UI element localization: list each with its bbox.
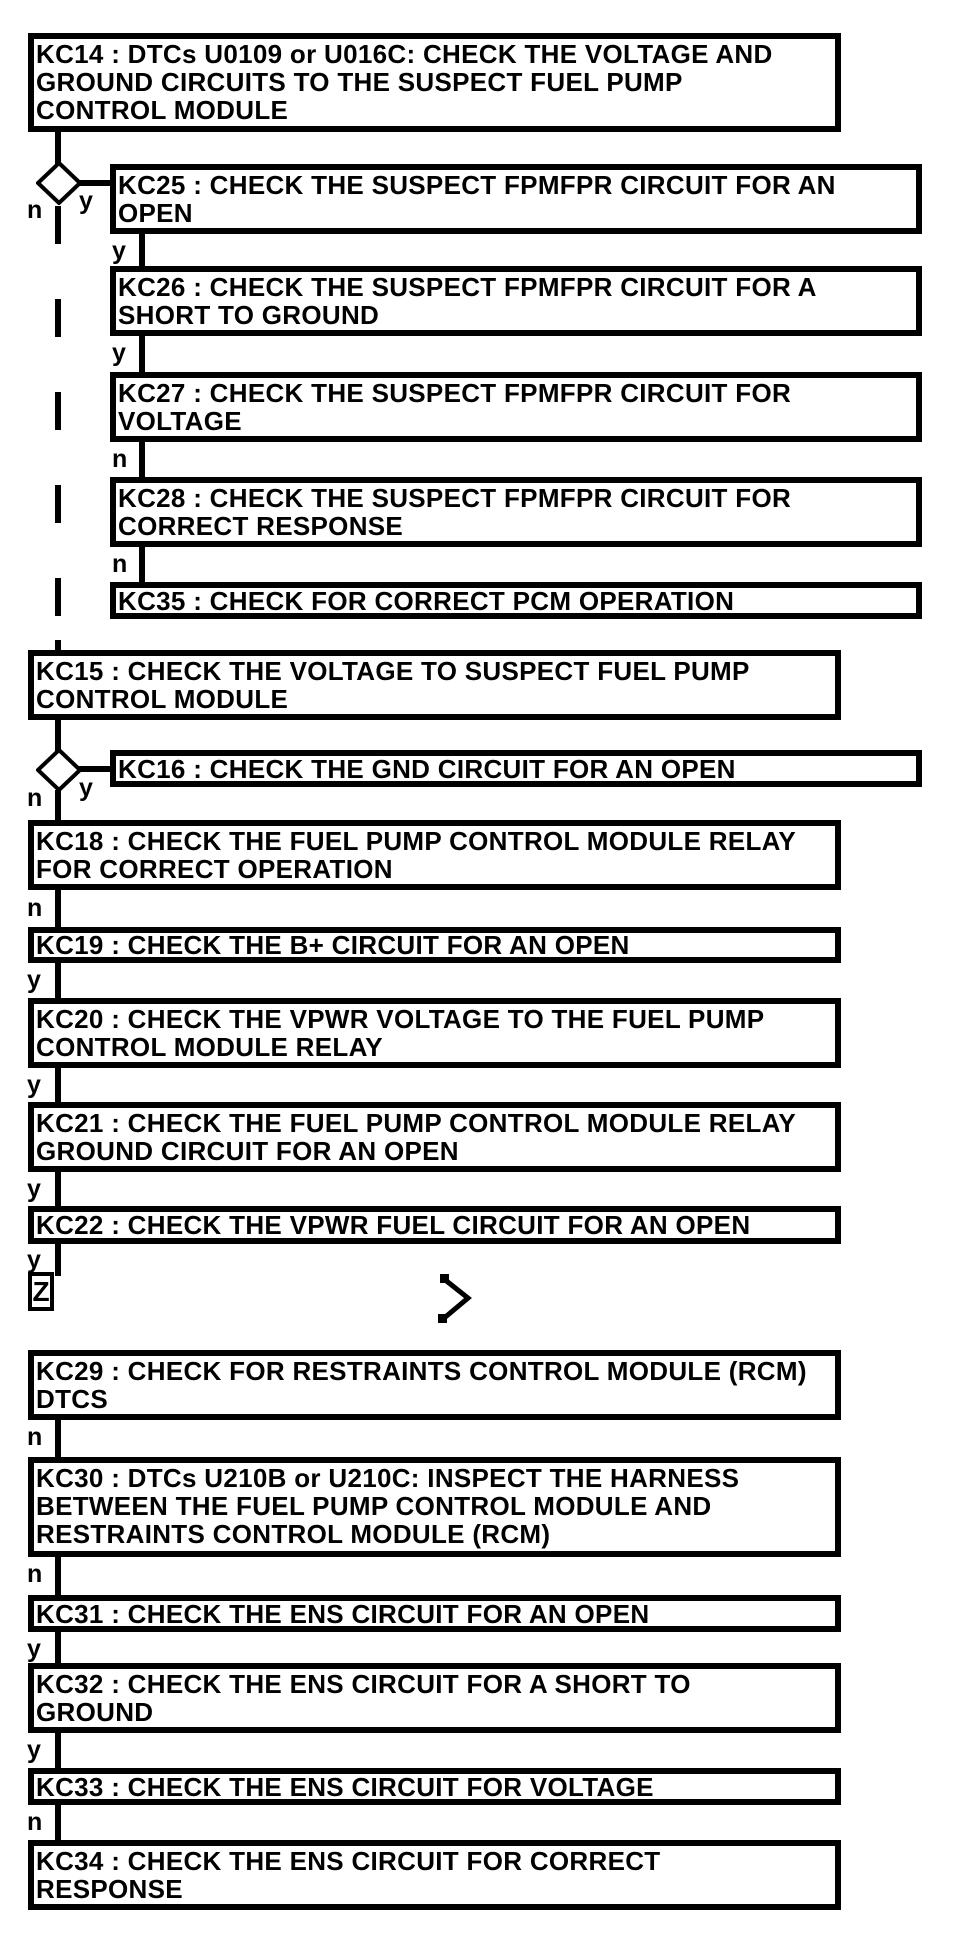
branch-label-decision2-no: n [27,784,43,812]
step-kc16: KC16 : CHECK THE GND CIRCUIT FOR AN OPEN [110,750,922,787]
connector-kc26-kc27 [139,336,145,372]
connector-kc15-decision2 [55,718,61,753]
step-kc34: KC34 : CHECK THE ENS CIRCUIT FOR CORRECT… [28,1840,841,1910]
branch-label-kc29-no: n [27,1423,43,1451]
connector-kc19-kc20 [55,963,61,998]
step-kc30: KC30 : DTCs U210B or U210C: INSPECT THE … [28,1457,841,1557]
connector-decision1-kc15-dashed [55,206,61,640]
step-kc33: KC33 : CHECK THE ENS CIRCUIT FOR VOLTAGE [28,1768,841,1805]
branch-label-kc28-no: n [112,550,128,578]
decision-diamond-2 [36,748,82,792]
step-kc32: KC32 : CHECK THE ENS CIRCUIT FOR A SHORT… [28,1663,841,1733]
step-kc14: KC14 : DTCs U0109 or U016C: CHECK THE VO… [28,33,841,132]
connector-decision2-kc16 [77,766,110,772]
branch-label-kc21-yes: y [27,1175,41,1203]
connector-decision1-kc15-stub [55,640,61,650]
connector-kc31-kc32 [55,1632,61,1663]
step-kc28: KC28 : CHECK THE SUSPECT FPMFPR CIRCUIT … [110,477,922,547]
branch-label-kc20-yes: y [27,1071,41,1099]
step-kc18: KC18 : CHECK THE FUEL PUMP CONTROL MODUL… [28,820,841,890]
branch-label-kc33-no: n [27,1808,43,1836]
offpage-connector-z: Z [28,1272,54,1311]
step-kc25: KC25 : CHECK THE SUSPECT FPMFPR CIRCUIT … [110,164,922,234]
branch-label-kc30-no: n [27,1560,43,1588]
connector-kc32-kc33 [55,1733,61,1768]
step-kc15: KC15 : CHECK THE VOLTAGE TO SUSPECT FUEL… [28,650,841,720]
connector-kc27-kc28 [139,442,145,477]
connector-decision1-kc25 [77,180,110,186]
step-kc22: KC22 : CHECK THE VPWR FUEL CIRCUIT FOR A… [28,1206,841,1244]
step-kc29: KC29 : CHECK FOR RESTRAINTS CONTROL MODU… [28,1350,841,1420]
continuation-chevron-icon [438,1274,472,1323]
connector-decision2-kc18 [55,790,61,820]
connector-kc33-kc34 [55,1805,61,1840]
branch-label-kc18-no: n [27,894,43,922]
connector-kc14-decision1 [55,130,61,166]
step-kc21: KC21 : CHECK THE FUEL PUMP CONTROL MODUL… [28,1102,841,1172]
step-kc26: KC26 : CHECK THE SUSPECT FPMFPR CIRCUIT … [110,266,922,336]
branch-label-kc25-yes: y [112,237,126,265]
step-kc31: KC31 : CHECK THE ENS CIRCUIT FOR AN OPEN [28,1595,841,1632]
step-kc20: KC20 : CHECK THE VPWR VOLTAGE TO THE FUE… [28,998,841,1068]
step-kc19: KC19 : CHECK THE B+ CIRCUIT FOR AN OPEN [28,927,841,963]
branch-label-kc27-no: n [112,445,128,473]
branch-label-decision2-yes: y [79,774,93,802]
connector-kc29-kc30 [55,1420,61,1457]
branch-label-kc19-yes: y [27,966,41,994]
branch-label-decision1-yes: y [79,187,93,215]
connector-kc25-kc26 [139,234,145,266]
decision-diamond-1 [36,161,82,205]
branch-label-kc31-yes: y [27,1635,41,1663]
step-kc27: KC27 : CHECK THE SUSPECT FPMFPR CIRCUIT … [110,372,922,442]
connector-kc21-kc22 [55,1172,61,1206]
connector-kc30-kc31 [55,1557,61,1595]
connector-kc18-kc19 [55,890,61,927]
branch-label-kc26-yes: y [112,339,126,367]
connector-kc20-kc21 [55,1068,61,1102]
branch-label-decision1-no: n [27,196,43,224]
connector-kc28-kc35 [139,547,145,582]
branch-label-kc32-yes: y [27,1736,41,1764]
connector-kc22-offpage [55,1244,61,1276]
step-kc35: KC35 : CHECK FOR CORRECT PCM OPERATION [110,582,922,619]
branch-label-kc22-yes: y [27,1246,41,1274]
